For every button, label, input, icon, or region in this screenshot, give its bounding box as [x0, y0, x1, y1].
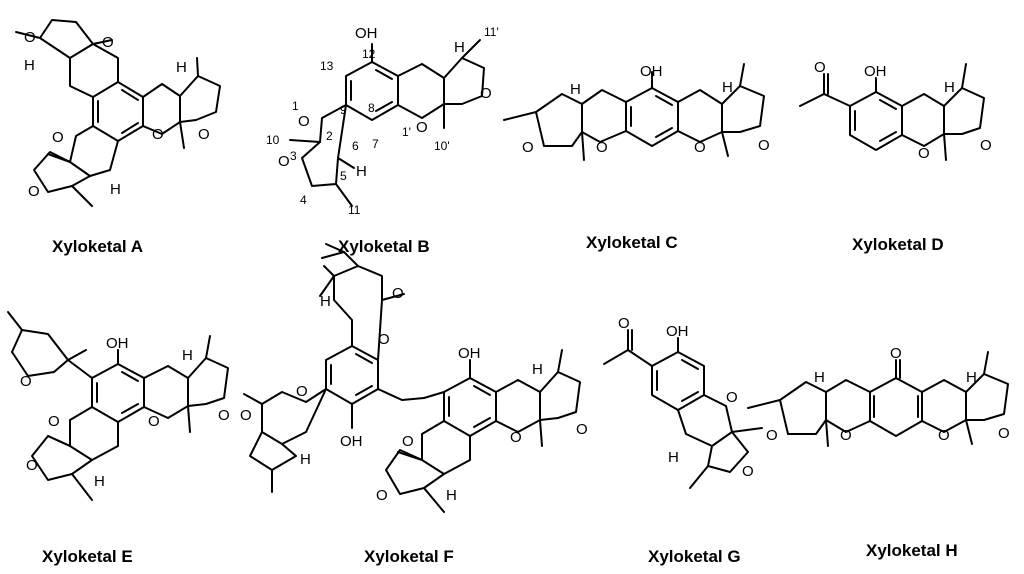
atom-o: O: [148, 413, 160, 430]
atom-o: O: [296, 383, 308, 400]
atom-h: H: [570, 81, 581, 98]
atom-number: 11': [484, 25, 499, 39]
atom-o: O: [378, 331, 390, 348]
atom-h: H: [94, 473, 105, 490]
atom-number: 11: [348, 203, 361, 217]
atom-number: 8: [368, 101, 375, 115]
atom-number: 2: [326, 129, 333, 143]
atom-o: O: [918, 145, 930, 162]
caption-xyloketal-f: Xyloketal F: [364, 547, 454, 566]
caption-xyloketal-e: Xyloketal E: [42, 547, 133, 566]
caption-xyloketal-b: Xyloketal B: [338, 237, 430, 256]
atom-h: H: [182, 347, 193, 364]
atom-number: 9: [340, 103, 347, 117]
atom-oh: OH: [355, 25, 378, 42]
atom-oh: OH: [640, 63, 663, 80]
atom-h: H: [966, 369, 977, 386]
atom-o: O: [522, 139, 534, 156]
atom-o: O: [298, 113, 310, 130]
atom-oh: OH: [340, 433, 363, 450]
caption-xyloketal-a: Xyloketal A: [52, 237, 143, 256]
atom-h: H: [446, 487, 457, 504]
atom-o: O: [28, 183, 40, 200]
atom-o: O: [840, 427, 852, 444]
atom-o: O: [392, 285, 404, 302]
atom-o: O: [218, 407, 230, 424]
atom-number: 4: [300, 193, 307, 207]
atom-number: 6: [352, 139, 359, 153]
atom-h: H: [320, 293, 331, 310]
atom-o: O: [890, 345, 902, 362]
atom-o: O: [576, 421, 588, 438]
atom-h: H: [722, 79, 733, 96]
atom-number: 1: [292, 99, 299, 113]
atom-number: 12: [362, 47, 376, 61]
atom-h: H: [356, 163, 367, 180]
atom-o: O: [48, 413, 60, 430]
atom-o: O: [198, 126, 210, 143]
structure-xyloketal-e: OH O O O H O O H: [7, 311, 230, 501]
atom-oh: OH: [864, 63, 887, 80]
structure-xyloketal-f: O H O O O H OH OH H O O O O H: [240, 243, 588, 513]
atom-o: O: [24, 29, 36, 46]
atom-number: 10': [434, 139, 450, 153]
caption-xyloketal-h: Xyloketal H: [866, 541, 958, 560]
atom-number: 10: [266, 133, 280, 147]
atom-o: O: [814, 59, 826, 76]
atom-o: O: [758, 137, 770, 154]
structure-xyloketal-a: O O H O O H O O H: [15, 19, 221, 207]
atom-oh: OH: [666, 323, 689, 340]
atom-o: O: [480, 85, 492, 102]
atom-h: H: [300, 451, 311, 468]
caption-xyloketal-c: Xyloketal C: [586, 233, 678, 252]
atom-h: H: [814, 369, 825, 386]
atom-o: O: [938, 427, 950, 444]
structure-xyloketal-b: OH O O O O H H 1 2 3 4 5 6 7 8 9 10 11 1…: [266, 25, 499, 217]
atom-o: O: [416, 119, 428, 136]
atom-h: H: [176, 59, 187, 76]
atom-o: O: [596, 139, 608, 156]
atom-o: O: [726, 389, 738, 406]
structure-xyloketal-d: O OH O O H: [799, 59, 992, 162]
atom-number: 7: [372, 137, 379, 151]
atom-number: 3: [290, 149, 297, 163]
atom-h: H: [24, 57, 35, 74]
atom-h: H: [944, 79, 955, 96]
atom-number: 1': [402, 125, 411, 139]
atom-o: O: [618, 315, 630, 332]
atom-o: O: [102, 34, 114, 51]
atom-o: O: [766, 427, 778, 444]
atom-h: H: [110, 181, 121, 198]
caption-xyloketal-d: Xyloketal D: [852, 235, 944, 254]
atom-h: H: [532, 361, 543, 378]
atom-oh: OH: [106, 335, 129, 352]
caption-xyloketal-g: Xyloketal G: [648, 547, 741, 566]
atom-o: O: [998, 425, 1010, 442]
atom-o: O: [20, 373, 32, 390]
atom-o: O: [278, 153, 290, 170]
atom-h: H: [668, 449, 679, 466]
atom-o: O: [52, 129, 64, 146]
atom-o: O: [694, 139, 706, 156]
atom-o: O: [510, 429, 522, 446]
atom-o: O: [376, 487, 388, 504]
atom-o: O: [402, 433, 414, 450]
atom-o: O: [980, 137, 992, 154]
atom-number: 5: [340, 169, 347, 183]
atom-o: O: [240, 407, 252, 424]
structure-xyloketal-h: O H O O O O H: [747, 345, 1010, 447]
atom-number: 13: [320, 59, 334, 73]
structure-xyloketal-c: OH H O O O O H: [503, 63, 770, 161]
atom-o: O: [742, 463, 754, 480]
atom-o: O: [26, 457, 38, 474]
atom-oh: OH: [458, 345, 481, 362]
atom-h: H: [454, 39, 465, 56]
atom-o: O: [152, 126, 164, 143]
structure-xyloketal-g: O OH O O H: [603, 315, 763, 489]
